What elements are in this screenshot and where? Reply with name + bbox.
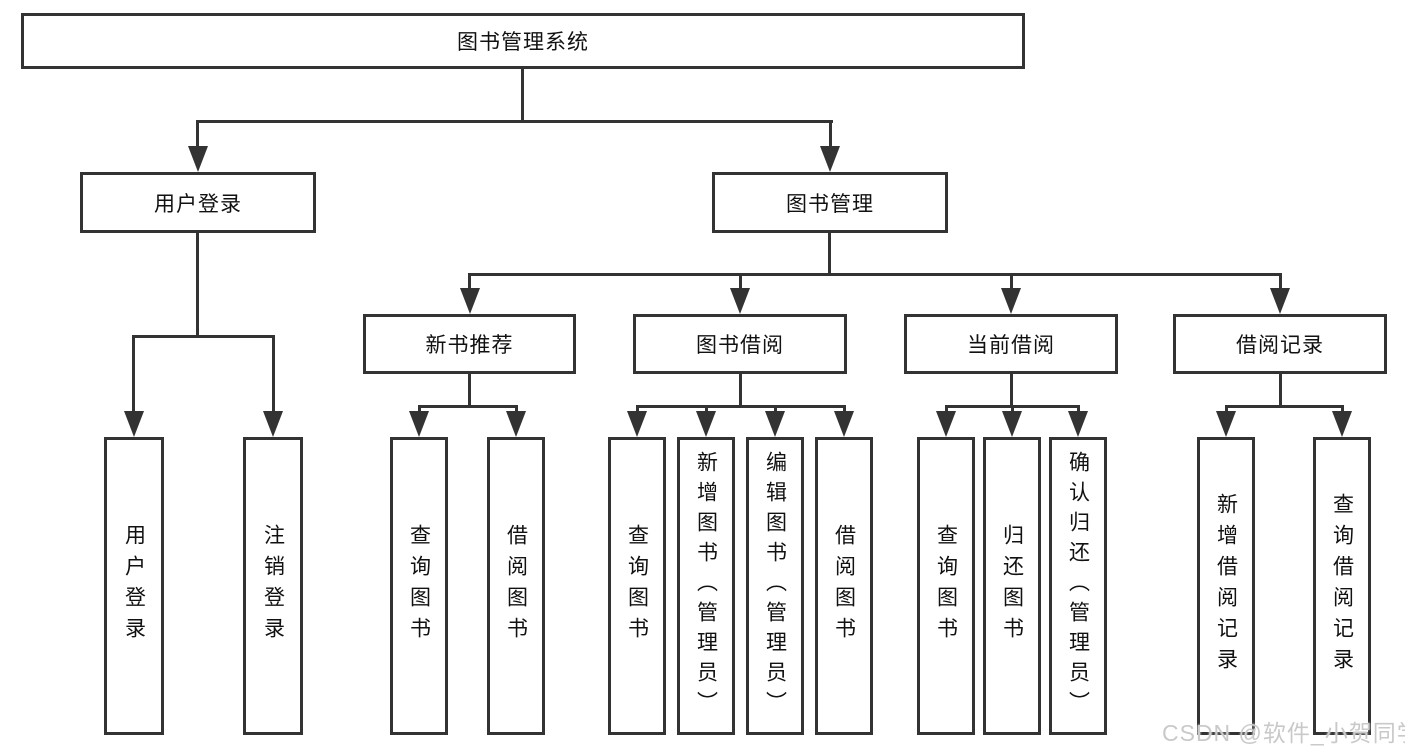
leaf-current-confirm-return: 确认归还（管理员） xyxy=(1049,437,1107,735)
connector-leaf-stem xyxy=(418,405,421,415)
connector-leaf-stem xyxy=(945,405,948,415)
node-book-management: 图书管理 xyxy=(712,172,948,233)
node-borrow-record: 借阅记录 xyxy=(1173,314,1387,374)
arrowhead-icon xyxy=(1001,288,1021,314)
arrowhead-icon xyxy=(627,411,647,437)
connector-leaf-stem xyxy=(1011,405,1014,415)
arrowhead-icon xyxy=(730,288,750,314)
arrowhead-icon xyxy=(1216,411,1236,437)
arrowhead-icon xyxy=(936,411,956,437)
arrowhead-icon xyxy=(460,288,480,314)
connector-newbook-hline xyxy=(418,405,518,408)
arrowhead-icon xyxy=(820,146,840,172)
connector-leaf-stem xyxy=(774,405,777,415)
connector-book-mgmt-stem xyxy=(829,120,832,150)
connector-leaf-stem xyxy=(636,405,639,415)
arrowhead-icon xyxy=(506,411,526,437)
arrowhead-icon xyxy=(409,411,429,437)
leaf-borrow-add-book: 新增图书（管理员） xyxy=(677,437,735,735)
node-new-book-recommend: 新书推荐 xyxy=(363,314,576,374)
leaf-user-login: 用户登录 xyxy=(104,437,164,735)
node-borrow-record-label: 借阅记录 xyxy=(1236,334,1324,357)
leaf-current-return-book-label: 归还图书 xyxy=(1000,524,1024,648)
connector-leaf-stem xyxy=(843,405,846,415)
connector-book-mgmt-drop xyxy=(828,233,831,276)
arrowhead-icon xyxy=(1332,411,1352,437)
connector-leaf-stem xyxy=(1077,405,1080,415)
leaf-current-return-book: 归还图书 xyxy=(983,437,1041,735)
arrowhead-icon xyxy=(1068,411,1088,437)
node-new-book-recommend-label: 新书推荐 xyxy=(425,334,514,357)
leaf-record-query: 查询借阅记录 xyxy=(1313,437,1371,735)
connector-user-login-drop xyxy=(196,233,199,338)
node-book-borrow-label: 图书借阅 xyxy=(696,334,784,357)
leaf-borrow-edit-book-label: 编辑图书（管理员） xyxy=(763,451,787,721)
leaf-borrow-query-book-label: 查询图书 xyxy=(625,524,649,648)
leaf-record-query-label: 查询借阅记录 xyxy=(1330,493,1354,679)
connector-root-drop xyxy=(521,69,524,123)
arrowhead-icon xyxy=(1270,288,1290,314)
node-user-login-label: 用户登录 xyxy=(154,192,242,216)
connector-l3-stem xyxy=(1279,273,1282,291)
leaf-record-add: 新增借阅记录 xyxy=(1197,437,1255,735)
leaf-newbook-borrow-book-label: 借阅图书 xyxy=(504,524,528,648)
csdn-watermark: CSDN @软件_小贺同学 xyxy=(1162,720,1405,746)
node-user-login: 用户登录 xyxy=(80,172,316,233)
leaf-newbook-borrow-book: 借阅图书 xyxy=(487,437,545,735)
leaf-logout: 注销登录 xyxy=(243,437,303,735)
leaf-current-confirm-return-label: 确认归还（管理员） xyxy=(1066,451,1090,721)
connector-l3-stem xyxy=(1010,273,1013,291)
connector-user-login-hline xyxy=(132,335,275,338)
connector-level2-hline xyxy=(196,120,833,123)
connector-borrowrecord-drop xyxy=(1279,374,1282,408)
connector-level3-hline xyxy=(468,273,1282,276)
leaf-borrow-edit-book: 编辑图书（管理员） xyxy=(746,437,804,735)
leaf-record-add-label: 新增借阅记录 xyxy=(1214,493,1238,679)
node-current-borrow: 当前借阅 xyxy=(904,314,1118,374)
connector-l3-stem xyxy=(739,273,742,291)
node-book-management-label: 图书管理 xyxy=(786,192,874,216)
leaf-borrow-add-book-label: 新增图书（管理员） xyxy=(694,451,718,721)
leaf-borrow-borrow-book-label: 借阅图书 xyxy=(832,524,856,648)
connector-newbook-drop xyxy=(468,374,471,408)
connector-leaf-stem xyxy=(272,335,275,413)
arrowhead-icon xyxy=(696,411,716,437)
connector-bookborrow-drop xyxy=(739,374,742,408)
arrowhead-icon xyxy=(765,411,785,437)
leaf-current-query-book: 查询图书 xyxy=(917,437,975,735)
connector-leaf-stem xyxy=(705,405,708,415)
node-book-borrow: 图书借阅 xyxy=(633,314,847,374)
leaf-newbook-query-book-label: 查询图书 xyxy=(407,524,431,648)
connector-borrowrecord-hline xyxy=(1225,405,1344,408)
leaf-user-login-label: 用户登录 xyxy=(122,524,146,648)
node-root: 图书管理系统 xyxy=(21,13,1025,69)
arrowhead-icon xyxy=(124,411,144,437)
arrowhead-icon xyxy=(834,411,854,437)
arrowhead-icon xyxy=(263,411,283,437)
connector-leaf-stem xyxy=(1341,405,1344,415)
node-root-label: 图书管理系统 xyxy=(457,31,589,54)
leaf-logout-label: 注销登录 xyxy=(261,524,285,648)
leaf-current-query-book-label: 查询图书 xyxy=(934,524,958,648)
connector-leaf-stem xyxy=(1225,405,1228,415)
leaf-newbook-query-book: 查询图书 xyxy=(390,437,448,735)
leaf-borrow-borrow-book: 借阅图书 xyxy=(815,437,873,735)
connector-leaf-stem xyxy=(515,405,518,415)
connector-bookborrow-hline xyxy=(636,405,846,408)
arrowhead-icon xyxy=(188,146,208,172)
connector-currentborrow-drop xyxy=(1010,374,1013,408)
leaf-borrow-query-book: 查询图书 xyxy=(608,437,666,735)
connector-leaf-stem xyxy=(132,335,135,413)
node-current-borrow-label: 当前借阅 xyxy=(967,334,1055,357)
connector-l3-stem xyxy=(468,273,471,291)
arrowhead-icon xyxy=(1002,411,1022,437)
connector-user-login-stem xyxy=(196,120,199,150)
